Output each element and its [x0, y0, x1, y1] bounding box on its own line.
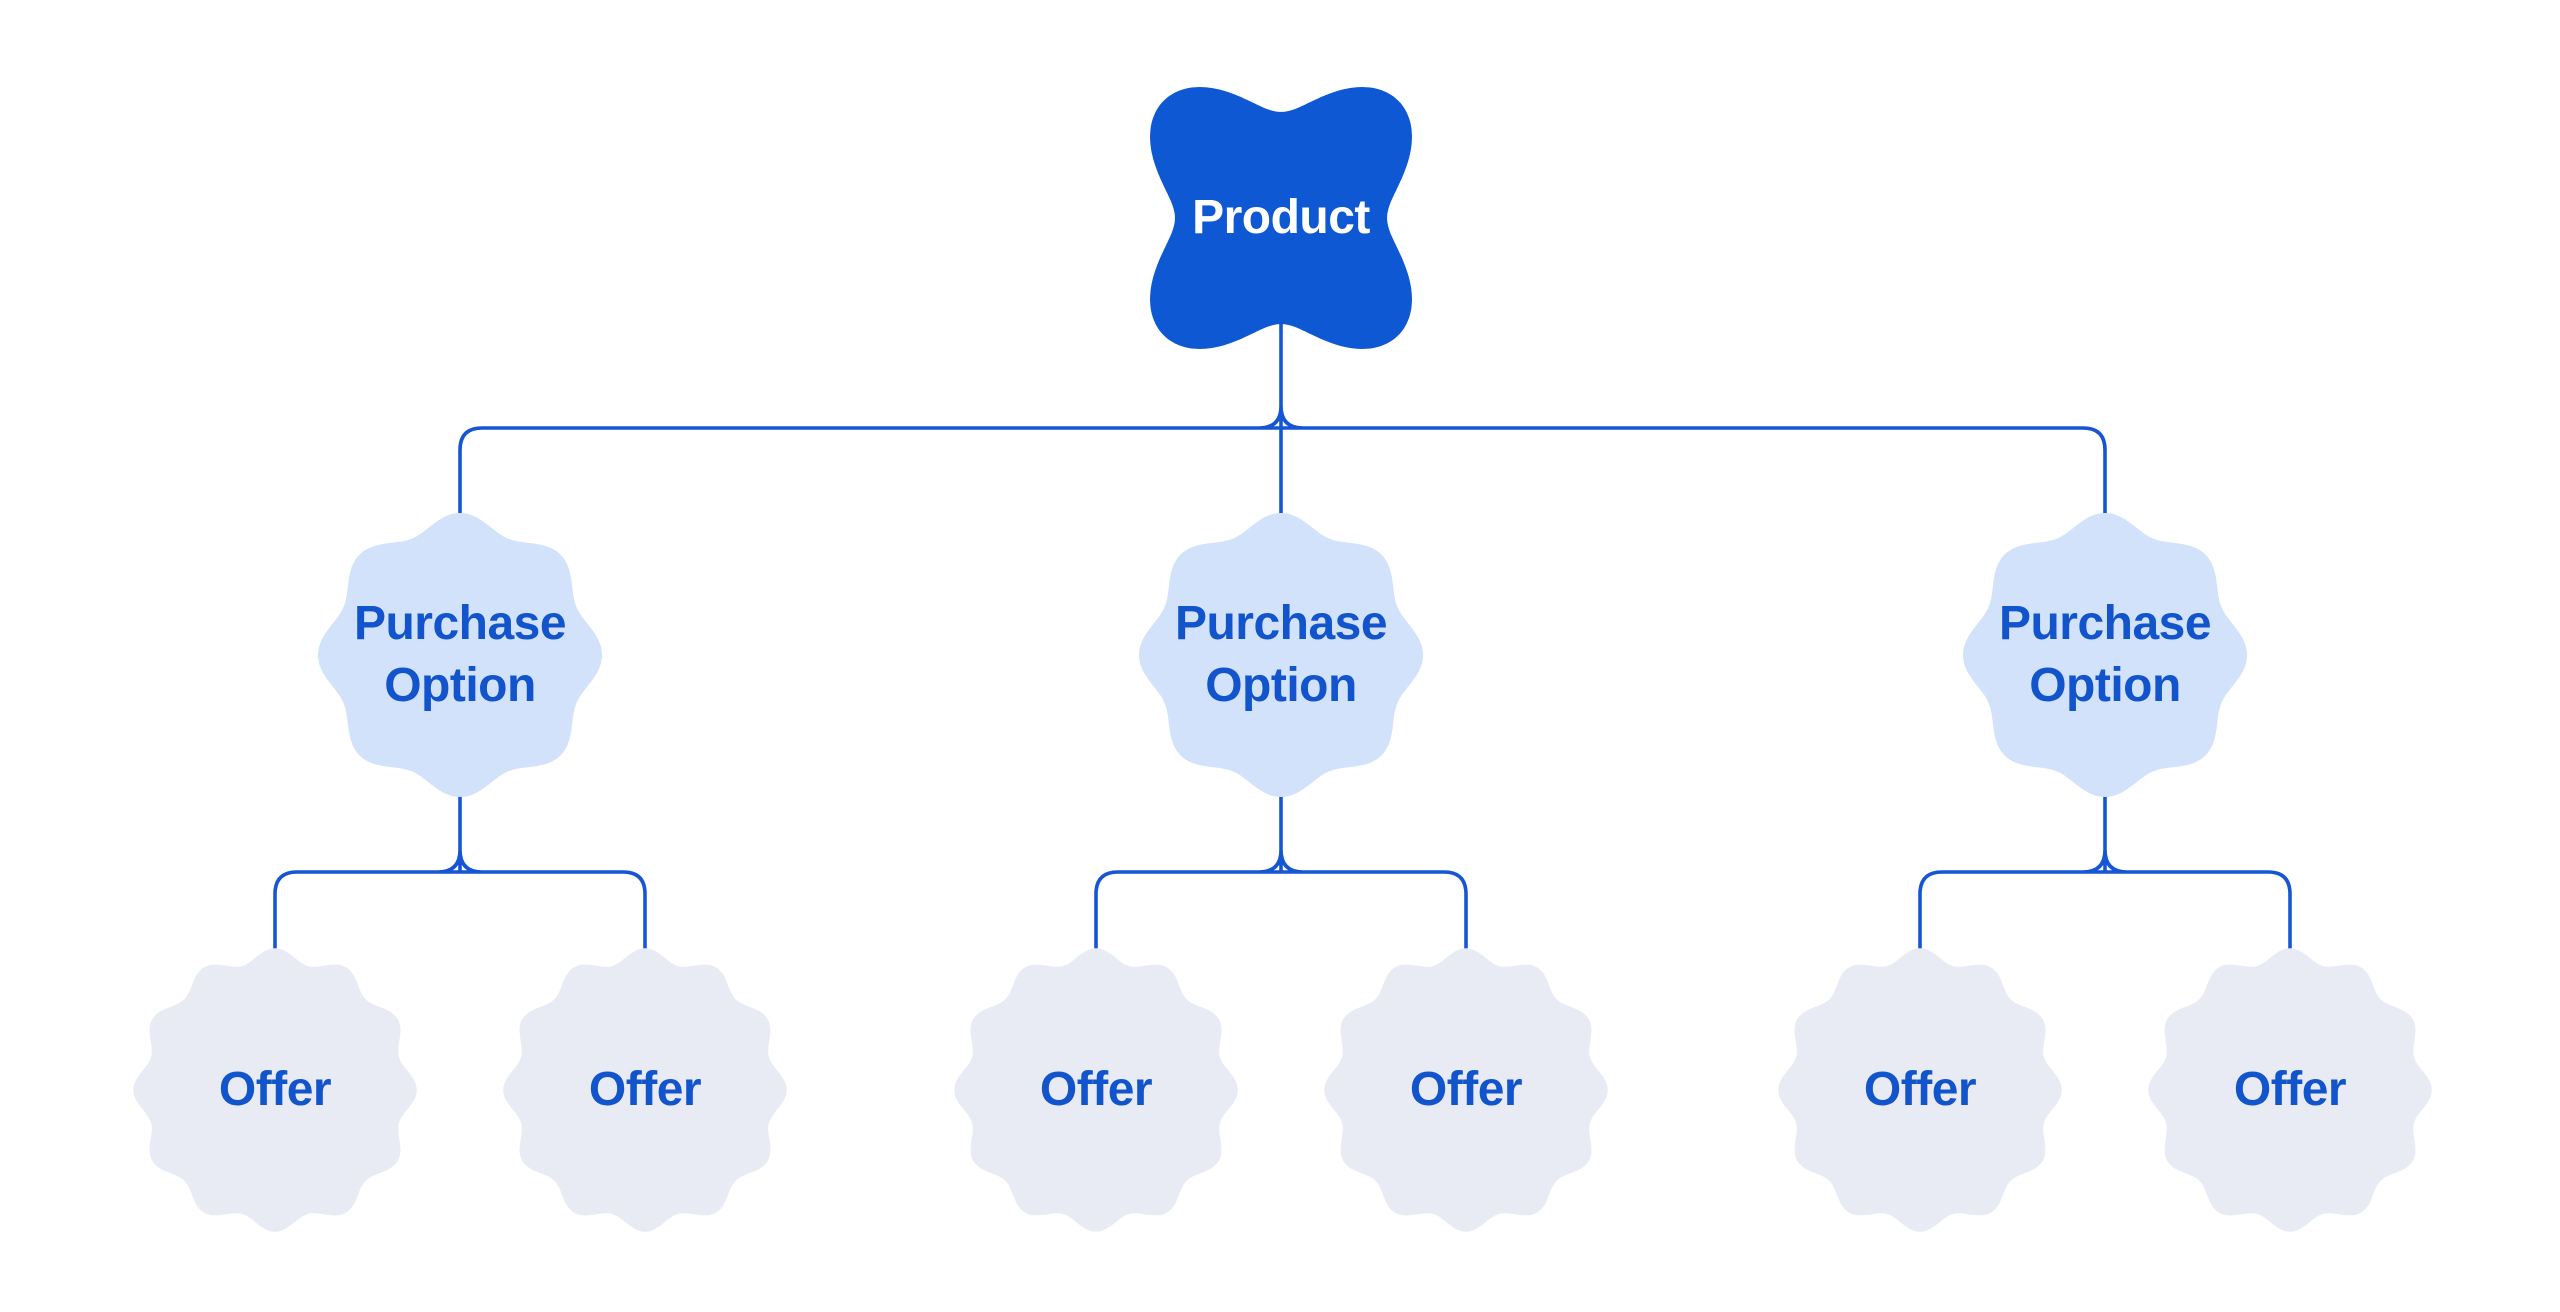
purchase-option-3-shape [1963, 513, 2247, 797]
offer-2a-shape [954, 948, 1238, 1232]
offer-3b-shape [2148, 948, 2432, 1232]
connector-purchase-1-split [273, 790, 647, 954]
offer-1b-shape [503, 948, 787, 1232]
purchase-option-1-shape [318, 513, 602, 797]
connector-purchase-2-split [1094, 790, 1468, 954]
connector-purchase-3-split [1918, 790, 2292, 954]
offer-2b-shape [1324, 948, 1608, 1232]
offer-3a-shape [1778, 948, 2062, 1232]
product-shape [1150, 87, 1412, 349]
purchase-option-2-shape [1139, 513, 1423, 797]
connector-product-split [458, 320, 2107, 521]
offer-1a-shape [133, 948, 417, 1232]
